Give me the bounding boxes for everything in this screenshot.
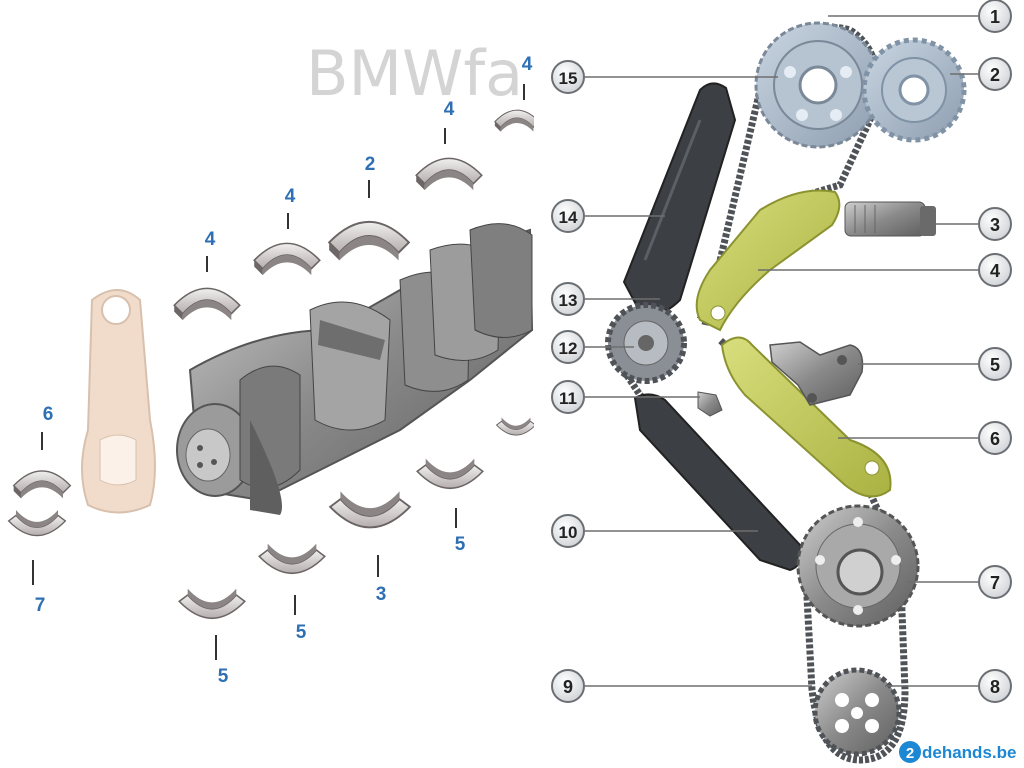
callout-1: 1 [978, 0, 1012, 33]
callout-leaders [585, 15, 978, 687]
guide-rail-upper [695, 189, 841, 332]
bearing-shell-lower [178, 587, 246, 620]
callout-number: 12 [559, 339, 578, 358]
callout-number: 14 [559, 208, 578, 227]
part-label: 7 [35, 595, 46, 616]
oil-pump-sprocket [812, 667, 902, 757]
callout-14: 14 [551, 199, 585, 233]
camshaft-sprocket [754, 21, 882, 149]
callout-number: 5 [990, 355, 1000, 375]
callout-number: 3 [990, 215, 1000, 235]
bearing-shell-lower [416, 457, 484, 490]
callout-4: 4 [978, 253, 1012, 287]
callout-number: 15 [559, 69, 578, 88]
callout-11: 11 [551, 380, 585, 414]
intermediate-sprocket [605, 302, 687, 384]
thrust-bearing-upper [328, 220, 410, 262]
rod-bearing-upper [12, 470, 72, 500]
label-leaders [32, 84, 525, 660]
callout-10: 10 [551, 514, 585, 548]
callout-3: 3 [978, 207, 1012, 241]
thrust-bearing-lower [329, 490, 411, 529]
tensioning-rail-lower [720, 336, 892, 498]
site-watermark: 2 dehands.be [899, 741, 1016, 763]
callout-13: 13 [551, 282, 585, 316]
watermark-text: BMWfa [306, 37, 523, 110]
part-label: 5 [218, 666, 229, 687]
callout-number: 9 [563, 677, 573, 697]
guide-rail-lower [633, 393, 803, 572]
callout-9: 9 [551, 669, 585, 703]
callout-8: 8 [978, 669, 1012, 703]
watermark-site-text: dehands.be [922, 743, 1016, 762]
callout-badges: 1 2 3 4 5 6 7 [551, 0, 1012, 703]
crankshaft [176, 223, 534, 515]
callout-number: 13 [559, 291, 578, 310]
callout-number: 8 [990, 677, 1000, 697]
callout-2: 2 [978, 57, 1012, 91]
crankshaft-sprocket [796, 504, 920, 628]
bearing-shell-lower [258, 542, 326, 575]
part-label: 2 [365, 154, 376, 175]
callout-number: 1 [990, 7, 1000, 27]
callout-number: 10 [559, 523, 578, 542]
part-label: 4 [444, 99, 455, 120]
callout-6: 6 [978, 421, 1012, 455]
callout-number: 11 [559, 389, 577, 408]
bearing-shell-upper [253, 242, 321, 276]
part-label: 4 [205, 229, 216, 250]
bearing-shell-lower [495, 416, 537, 436]
chain-tensioner [844, 201, 936, 237]
connecting-rod [81, 289, 156, 514]
callout-number: 7 [990, 573, 1000, 593]
callout-7: 7 [978, 565, 1012, 599]
tensioner-assembly [769, 341, 864, 406]
part-label: 3 [376, 584, 387, 605]
rod-bearing-lower [7, 509, 67, 537]
part-label: 4 [285, 186, 296, 207]
bearing-shell-upper [494, 109, 540, 133]
callout-number: 4 [990, 261, 1000, 281]
part-label: 5 [296, 622, 307, 643]
part-label: 4 [522, 54, 533, 75]
callout-5: 5 [978, 347, 1012, 381]
part-labels: 4 4 2 4 4 6 7 5 5 3 5 [35, 54, 533, 687]
bearing-shell-upper [173, 287, 241, 321]
callout-12: 12 [551, 330, 585, 364]
crankshaft-panel: BMWfa [7, 37, 540, 687]
callout-15: 15 [551, 60, 585, 94]
callout-number: 2 [990, 65, 1000, 85]
watermark-badge: 2 [906, 745, 914, 762]
part-label: 5 [455, 534, 466, 555]
camshaft-gear [861, 37, 967, 143]
chain-slide-piece [697, 391, 723, 417]
callout-number: 6 [990, 429, 1000, 449]
part-label: 6 [43, 404, 54, 425]
bearing-shell-upper [415, 157, 483, 191]
timing-chain-panel: 1 2 3 4 5 6 7 [551, 0, 1016, 764]
